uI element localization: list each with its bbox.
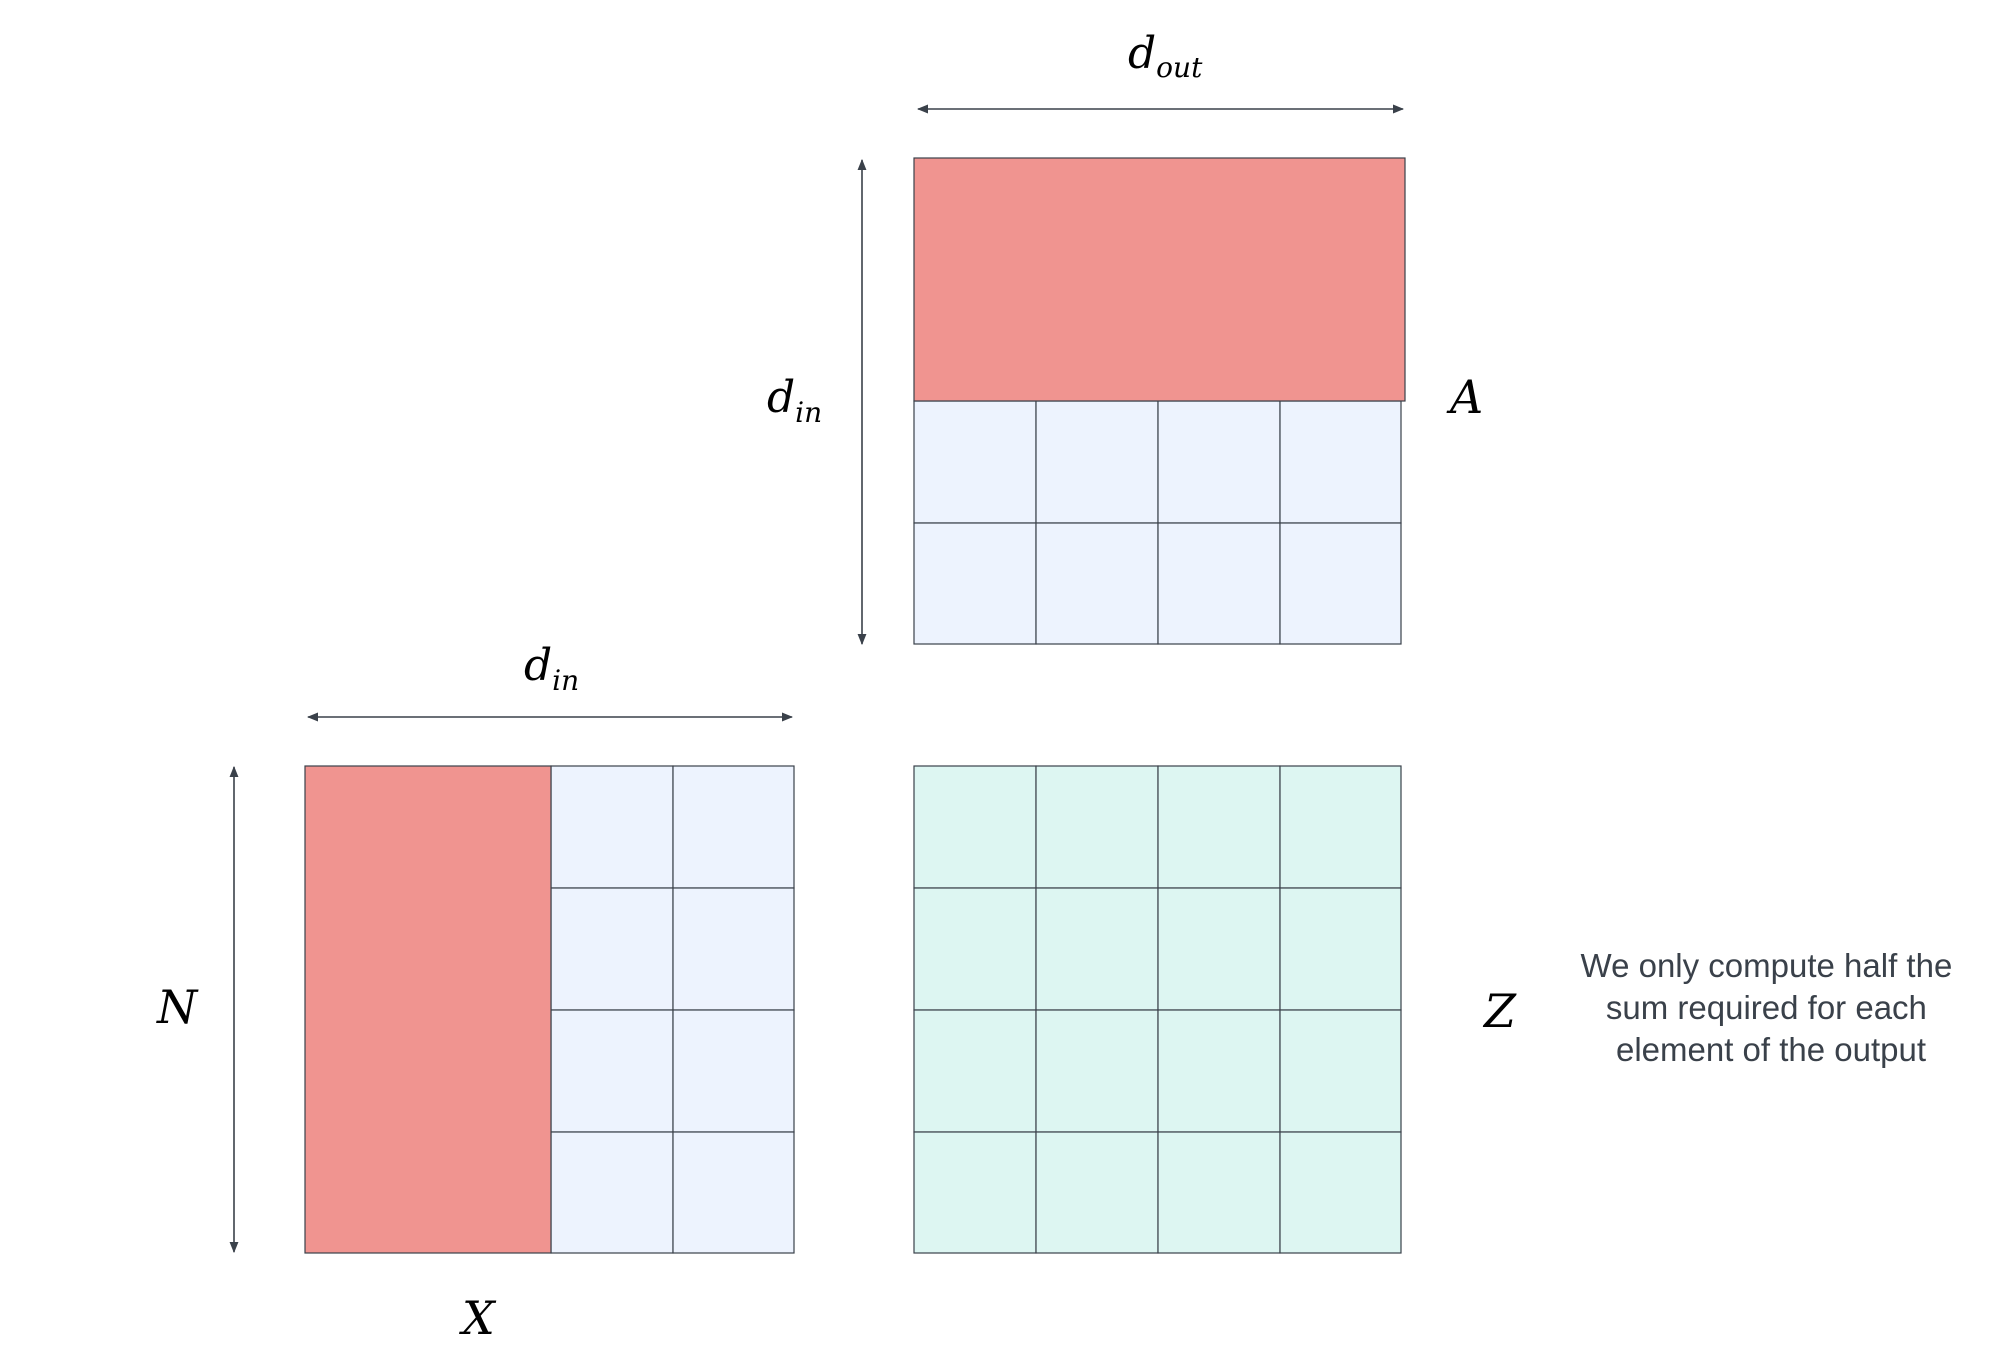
matrix-z-cell	[913, 887, 1037, 1011]
d-out-subscript: out	[1156, 51, 1203, 84]
matrix-z-cell	[1035, 887, 1159, 1011]
explanatory-note: We only compute half the sum required fo…	[1581, 947, 1962, 1068]
matrix-x-cell	[550, 1131, 674, 1254]
matrix-a-lower-cells	[913, 400, 1402, 645]
matrix-z-cell	[1157, 1009, 1281, 1133]
matrix-z-cell	[1279, 765, 1402, 889]
matrix-a-label: A	[1446, 370, 1483, 424]
n-label: N	[156, 980, 199, 1034]
matrix-x	[304, 765, 795, 1254]
matrix-z-cell	[1035, 1009, 1159, 1133]
matrix-a	[913, 157, 1406, 645]
matrix-x-cell	[672, 887, 795, 1011]
d-out-label: dout	[1128, 28, 1203, 84]
matrix-x-cell	[550, 887, 674, 1011]
matrix-x-cell	[672, 1009, 795, 1133]
matrix-a-cell	[1157, 400, 1281, 524]
d-out-base: d	[1128, 28, 1156, 79]
matrix-x-right-cells	[550, 765, 795, 1254]
matrix-z-cell	[1279, 887, 1402, 1011]
matrix-z-cell	[1035, 765, 1159, 889]
matrix-a-cell	[1035, 400, 1159, 524]
matrix-z-cell	[913, 1131, 1037, 1254]
matrix-z-cell	[1279, 1009, 1402, 1133]
matrix-a-highlighted-block	[913, 157, 1406, 402]
matrix-a-cell	[913, 400, 1037, 524]
matrix-x-cell	[672, 765, 795, 889]
matrix-x-cell	[550, 765, 674, 889]
matrix-a-cell	[1279, 522, 1402, 645]
matrix-x-label: X	[459, 1291, 497, 1345]
matrix-z-cell	[1279, 1131, 1402, 1254]
a-d-in-label: din	[767, 372, 822, 429]
matrix-z-cell	[1157, 887, 1281, 1011]
matrix-a-cell	[1279, 400, 1402, 524]
matrix-z	[913, 765, 1402, 1254]
x-d-in-base: d	[524, 640, 552, 691]
a-d-in-base: d	[767, 372, 795, 423]
matrix-x-cell	[550, 1009, 674, 1133]
matrix-a-cell	[1157, 522, 1281, 645]
matrix-z-cell	[1157, 1131, 1281, 1254]
matrix-z-cell	[1035, 1131, 1159, 1254]
matrix-z-cell	[913, 765, 1037, 889]
matrix-a-cell	[913, 522, 1037, 645]
a-d-in-subscript: in	[795, 396, 822, 429]
matrix-a-cell	[1035, 522, 1159, 645]
matrix-z-label: Z	[1482, 984, 1517, 1038]
x-d-in-label: din	[524, 640, 579, 697]
matrix-x-highlighted-block	[304, 765, 552, 1254]
note-line: We only compute half the	[1581, 947, 1953, 984]
matrix-z-cell	[1157, 765, 1281, 889]
matrix-z-cell	[913, 1009, 1037, 1133]
note-line: sum required for each	[1606, 989, 1927, 1026]
x-d-in-subscript: in	[552, 664, 579, 697]
matrix-x-cell	[672, 1131, 795, 1254]
note-line: element of the output	[1616, 1031, 1926, 1068]
